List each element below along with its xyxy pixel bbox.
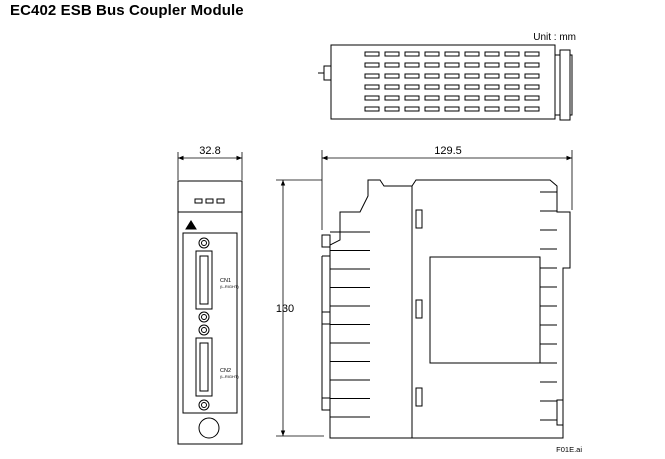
vent-slot [464,106,480,112]
vent-slot [364,84,380,90]
vent-slot [424,106,440,112]
vent-slot [384,73,400,79]
vent-slot [464,84,480,90]
vent-slot [444,73,460,79]
side-view-right-fins [540,191,557,421]
depth-dimension [321,150,573,230]
depth-value: 129.5 [434,145,462,157]
vent-slot [524,62,540,68]
vent-slot [524,51,540,57]
led-indicator [205,198,214,204]
release-knob [198,417,220,439]
vent-slot [504,73,520,79]
vent-slot [444,51,460,57]
vent-slot [484,51,500,57]
led-indicator [194,198,203,204]
width-dimension [177,152,243,180]
vent-slot [444,62,460,68]
height-value: 130 [276,303,294,315]
vent-slot [384,51,400,57]
vent-slot [484,73,500,79]
page-title: EC402 ESB Bus Coupler Module [10,2,244,19]
vent-slot [404,106,420,112]
cn2-sublabel: (L-RIGHT) [220,374,239,379]
connector-cn1 [195,237,213,323]
vent-slot [424,73,440,79]
top-view [318,44,573,121]
vent-slot [444,84,460,90]
vent-slot [524,106,540,112]
vent-slot [404,95,420,101]
vent-slot [364,62,380,68]
vent-slot [464,73,480,79]
side-view-fins [330,231,370,418]
cn1-sublabel: (L-RIGHT) [220,284,239,289]
cn1-label: CN1 [220,278,231,284]
vent-slot [484,84,500,90]
vent-slot [464,51,480,57]
vent-slot [444,106,460,112]
side-view [321,179,571,439]
unit-note: Unit : mm [533,32,576,43]
vent-slot [364,73,380,79]
vent-slot [384,95,400,101]
vent-slot [484,106,500,112]
width-value: 32.8 [199,145,220,157]
vent-slot [524,84,540,90]
warning-icon [185,220,197,230]
top-view-vents [364,51,540,112]
vent-slot [504,84,520,90]
vent-slot [444,95,460,101]
vent-slot [424,95,440,101]
vent-slot [364,95,380,101]
vent-slot [364,106,380,112]
vent-slot [484,95,500,101]
vent-slot [504,95,520,101]
vent-slot [524,73,540,79]
vent-slot [504,62,520,68]
front-view [177,180,243,445]
vent-slot [404,62,420,68]
vent-slot [504,51,520,57]
vent-slot [424,51,440,57]
cn2-label: CN2 [220,368,231,374]
vent-slot [404,73,420,79]
vent-slot [464,62,480,68]
vent-slot [504,106,520,112]
led-indicator [216,198,225,204]
vent-slot [404,51,420,57]
vent-slot [384,84,400,90]
figure-id: F01E.ai [556,445,582,454]
vent-slot [384,62,400,68]
connector-cn2 [195,324,213,411]
vent-slot [384,106,400,112]
height-dimension [276,179,324,437]
vent-slot [424,62,440,68]
vent-slot [404,84,420,90]
vent-slot [524,95,540,101]
vent-slot [424,84,440,90]
vent-slot [484,62,500,68]
vent-slot [364,51,380,57]
vent-slot [464,95,480,101]
